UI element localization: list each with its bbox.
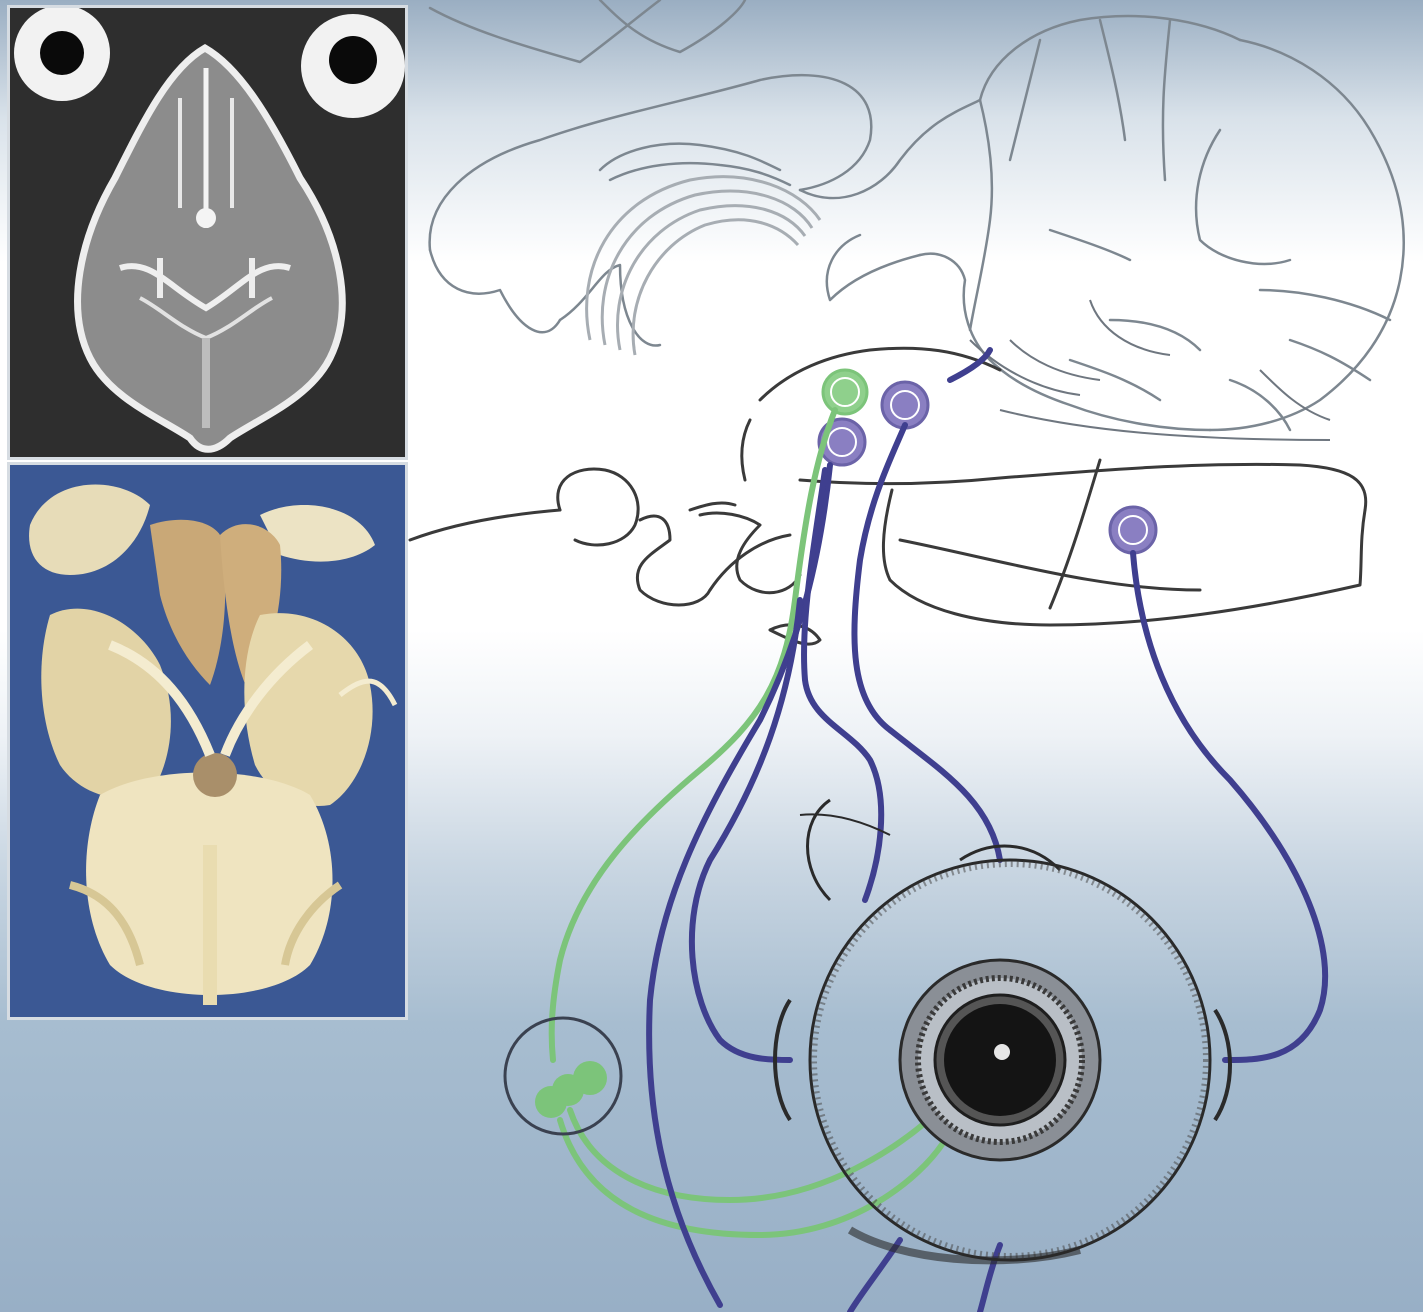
- brain-specimen-panel: [7, 462, 408, 1020]
- ct-skull-icon: [10, 8, 405, 457]
- ciliary-ganglion-icon: [505, 1018, 621, 1134]
- cerebellum-folia: [970, 300, 1330, 440]
- ct-scan-panel: [7, 5, 408, 460]
- corpus-callosum-arc: [587, 177, 820, 355]
- eyeball-icon: [775, 800, 1230, 1260]
- green-nucleus-midbrain: [823, 370, 867, 414]
- brain-specimen-icon: [10, 465, 405, 1017]
- purple-nucleus-pons: [1110, 507, 1156, 553]
- purple-nerve-pathway: [649, 350, 1325, 1312]
- purple-nucleus-dorsal: [882, 382, 928, 428]
- brain-outline-icon: [430, 0, 1404, 430]
